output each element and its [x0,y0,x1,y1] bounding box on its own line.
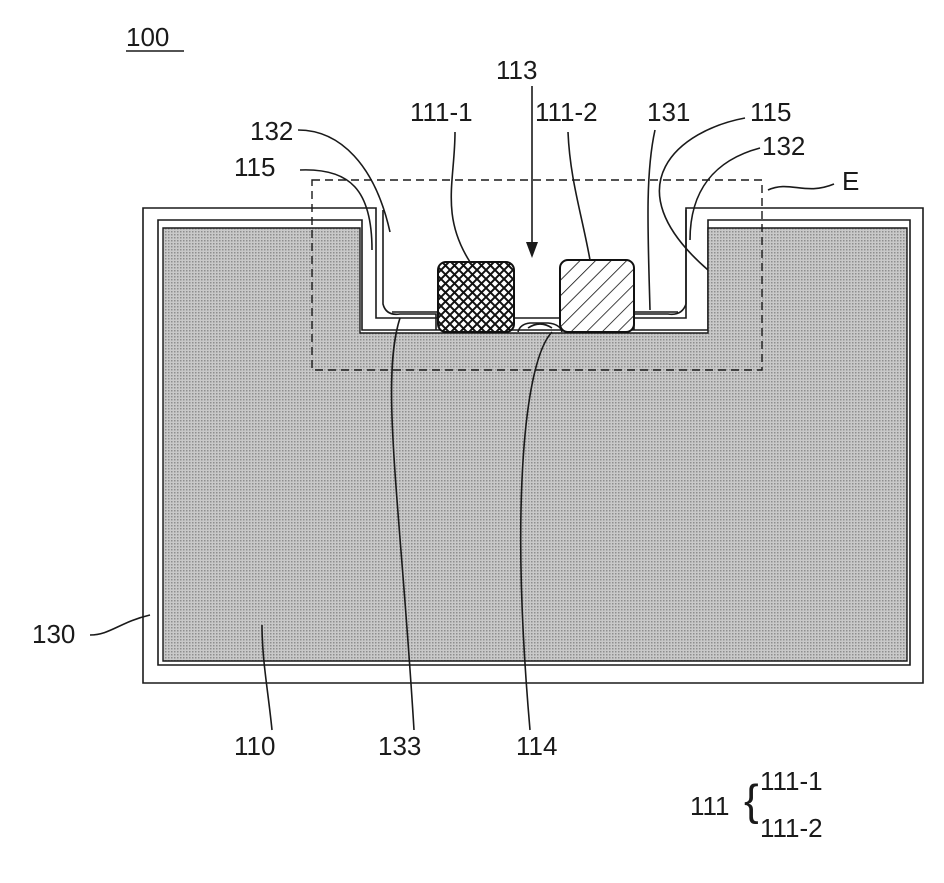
label-111-2: 111-2 [535,97,598,127]
leader-132-right [690,148,760,240]
label-131: 131 [647,97,690,127]
layer-114-bump-inner [528,324,552,328]
label-132-right: 132 [762,131,805,161]
element-111-1 [438,262,514,332]
substrate-110 [163,228,907,661]
label-e: E [842,166,859,196]
legend-item-111-1: 111-1 [760,766,823,796]
label-130: 130 [32,619,75,649]
label-111-1: 111-1 [410,97,473,127]
label-133: 133 [378,731,421,761]
leader-131 [648,130,655,310]
leader-130 [90,615,150,635]
legend-brace: { [744,776,759,825]
legend-item-111-2: 111-2 [760,813,823,843]
label-114: 114 [516,731,557,761]
label-115-right: 115 [750,97,791,127]
leader-e [768,184,834,190]
label-115-left: 115 [234,152,275,182]
label-110: 110 [234,731,275,761]
label-113: 113 [496,55,537,85]
element-111-2 [560,260,634,332]
legend-group-label: 111 [690,791,730,821]
arrow-113-head [526,242,538,258]
leader-111-2 [568,132,590,260]
leader-111-1 [451,132,470,262]
figure-number: 100 [126,22,169,52]
label-132-left: 132 [250,116,293,146]
